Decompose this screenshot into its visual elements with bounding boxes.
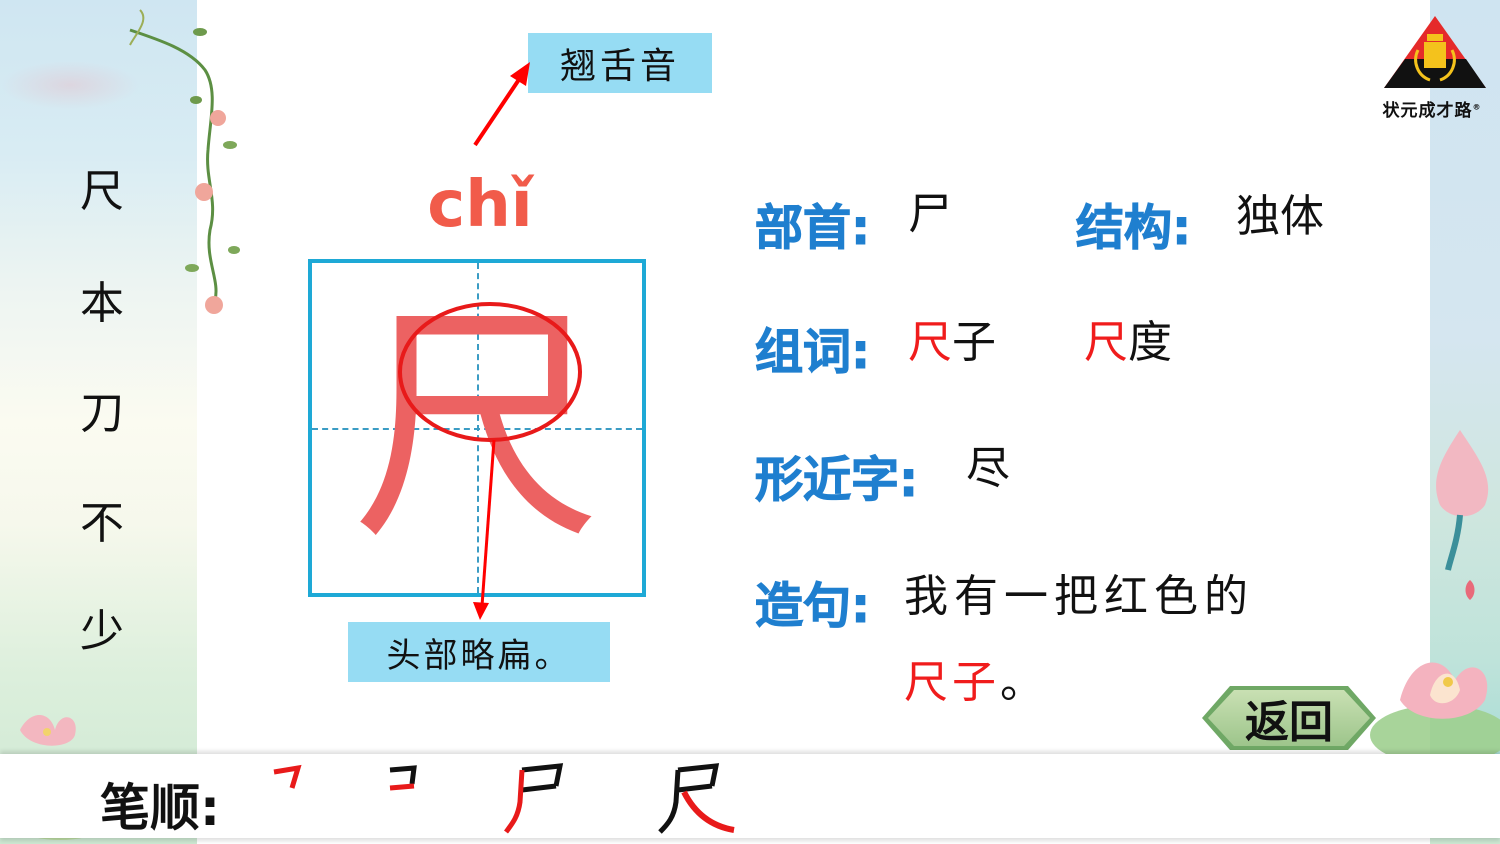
flower-vine-decoration xyxy=(129,9,240,314)
left-decorative-panel xyxy=(0,0,197,844)
structure-value: 独体 xyxy=(1236,191,1324,242)
arrow-to-pronunciation xyxy=(473,76,522,147)
stroke-order-label: 笔顺: xyxy=(100,779,220,837)
stroke-step-3 xyxy=(504,763,564,834)
stroke-step-4 xyxy=(658,763,735,834)
lesson-char-1[interactable]: 尺 xyxy=(80,166,124,217)
back-button-label: 返回 xyxy=(1245,697,1333,748)
sentence-line-2: 尺子。 xyxy=(904,657,1048,708)
radical-label: 部首: xyxy=(754,200,871,257)
lesson-char-2[interactable]: 本 xyxy=(80,278,124,329)
brand-logo-text: 状元成才路® xyxy=(1382,101,1482,121)
brand-logo-icon xyxy=(1384,16,1486,88)
radical-value: 尸 xyxy=(908,189,952,240)
similar-char-value: 尽 xyxy=(966,443,1010,494)
main-character-glyph: 尺 xyxy=(352,282,602,573)
words-label: 组词: xyxy=(754,324,871,381)
structure-label: 结构: xyxy=(1075,200,1192,257)
similar-char-label: 形近字: xyxy=(754,452,919,509)
arrow-head-icon xyxy=(510,62,530,86)
stroke-step-1 xyxy=(273,764,302,789)
lotus-flower-decoration xyxy=(1370,662,1500,760)
word-item-1: 尺子 xyxy=(908,317,996,368)
lesson-char-5[interactable]: 少 xyxy=(80,606,124,657)
pronunciation-type-tag: 翘舌音 xyxy=(528,33,712,93)
stroke-step-2 xyxy=(389,765,417,791)
back-button[interactable]: 返回 xyxy=(1200,684,1378,752)
sentence-line-1: 我有一把红色的 xyxy=(904,571,1254,622)
lesson-char-4[interactable]: 不 xyxy=(80,498,124,549)
writing-tip-tag: 头部略扁。 xyxy=(348,622,610,682)
character-writing-grid: 尺 xyxy=(308,259,646,597)
word-item-2: 尺度 xyxy=(1084,317,1172,368)
hexagon-button-shape xyxy=(1202,686,1376,750)
sentence-label: 造句: xyxy=(754,578,871,635)
pinyin-label: chǐ xyxy=(427,168,533,242)
arrow-head-icon xyxy=(473,602,489,620)
lotus-bud-decoration xyxy=(1436,430,1489,600)
stroke-order-bar: 笔顺: xyxy=(0,754,1500,838)
lesson-char-3[interactable]: 刀 xyxy=(80,388,124,439)
